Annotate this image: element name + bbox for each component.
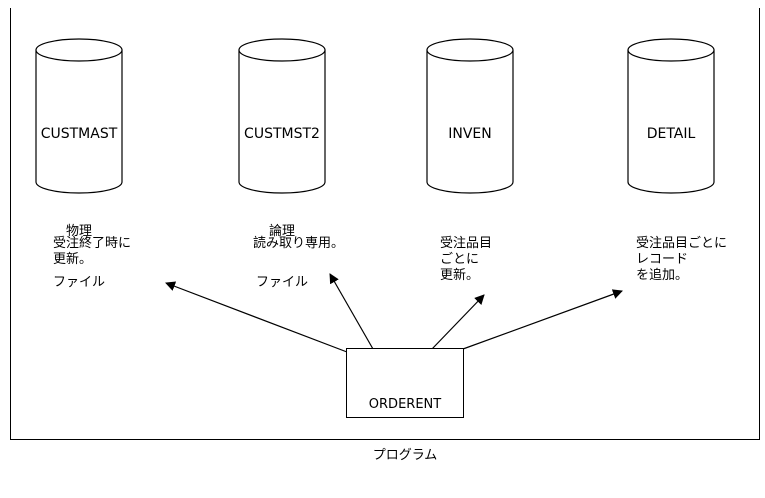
arrow-to-custmst2-note xyxy=(329,273,374,350)
arrow-to-inven-note xyxy=(431,294,485,350)
diagram-canvas xyxy=(35,38,715,353)
program-subtitle: プログラム xyxy=(372,448,438,463)
program-name: ORDERENT xyxy=(368,397,442,412)
db-label-inven: INVEN xyxy=(427,92,513,160)
note-custmst2: 読み取り専用。 xyxy=(253,236,345,251)
db-label-custmast: CUSTMAST 物理 ファイル xyxy=(36,92,122,308)
cylinder-inven xyxy=(426,38,514,194)
db-type-file: ファイル xyxy=(255,275,308,290)
db-name: CUSTMAST xyxy=(40,126,118,142)
cylinder-detail xyxy=(627,38,715,194)
db-label-custmst2: CUSTMST2 論理 ファイル xyxy=(239,92,325,308)
db-name: DETAIL xyxy=(646,126,696,142)
program-box: ORDERENT プログラム xyxy=(346,348,464,463)
arrow-to-detail-note xyxy=(462,289,623,350)
db-name: INVEN xyxy=(448,126,492,142)
note-inven: 受注品目 ごとに 更新。 xyxy=(440,236,493,283)
db-type: 論理 xyxy=(268,224,295,239)
arrow-to-custmast-note xyxy=(165,281,348,353)
diagram-frame xyxy=(10,8,760,440)
note-detail: 受注品目ごとに レコード を追加。 xyxy=(636,236,728,283)
db-type-file: ファイル xyxy=(52,275,105,290)
cylinder-custmast xyxy=(35,38,123,194)
db-name: CUSTMST2 xyxy=(244,126,320,142)
note-custmast: 受注終了時に 更新。 xyxy=(53,236,132,267)
cylinder-custmst2 xyxy=(238,38,326,194)
db-label-detail: DETAIL xyxy=(628,92,714,160)
db-type: 物理 xyxy=(65,224,92,239)
